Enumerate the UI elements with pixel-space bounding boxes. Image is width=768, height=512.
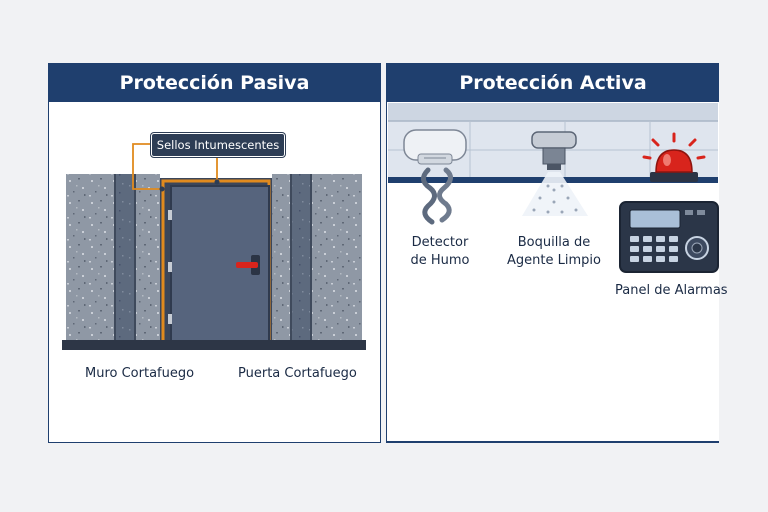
smoke-detector-icon (403, 129, 467, 225)
fire-door-label: Puerta Cortafuego (238, 366, 357, 381)
intumescent-seals-callout: Sellos Intumescentes (151, 133, 285, 157)
passive-panel-header: Protección Pasiva (49, 64, 380, 102)
smoke-plume-right (437, 167, 453, 223)
wall-concrete-left (66, 174, 114, 340)
passive-panel-title: Protección Pasiva (119, 72, 310, 94)
smoke-detector-label-line1: Detector (411, 235, 469, 250)
wall-concrete-left-inner (136, 174, 160, 340)
active-panel-header: Protección Activa (387, 64, 719, 102)
active-panel-bottom-border (386, 441, 719, 443)
alarm-beacon-icon (642, 132, 706, 182)
door-hinge-middle (168, 262, 172, 272)
smoke-detector-label: Detector de Humo (402, 234, 478, 270)
intumescent-seals-label: Sellos Intumescentes (156, 138, 280, 152)
wall-concrete-right-inner (272, 174, 290, 340)
nozzle-label-line2: Agente Limpio (507, 253, 601, 268)
alarm-panel-keypad (630, 236, 678, 262)
wall-column-left (114, 174, 136, 340)
active-panel-title: Protección Activa (459, 72, 647, 94)
nozzle-label-line1: Boquilla de (517, 235, 591, 250)
alarm-panel-label: Panel de Alarmas (615, 283, 728, 298)
nozzle-spray-cone (522, 172, 588, 216)
fire-door (160, 178, 272, 346)
nozzle-spray-droplets (532, 184, 578, 214)
firewall-label: Muro Cortafuego (85, 366, 195, 381)
alarm-beacon-rays (642, 132, 706, 160)
clean-agent-nozzle-label: Boquilla de Agente Limpio (503, 234, 605, 270)
door-handle (236, 262, 258, 268)
wall-concrete-right (312, 174, 362, 340)
firewall-wall (66, 174, 362, 340)
door-hinge-top (168, 210, 172, 220)
door-hinge-bottom (168, 314, 172, 324)
smoke-detector-label-line2: de Humo (410, 253, 470, 268)
callout-dot-left (159, 186, 165, 192)
alarm-panel-screen (629, 209, 681, 229)
alarm-control-panel-icon (619, 201, 719, 273)
clean-agent-nozzle-icon (522, 131, 588, 216)
smoke-plume-left (421, 167, 437, 225)
callout-dot-top (214, 179, 220, 185)
floor-slab (62, 340, 366, 350)
wall-column-right (290, 174, 312, 340)
callout-leader (132, 143, 218, 190)
